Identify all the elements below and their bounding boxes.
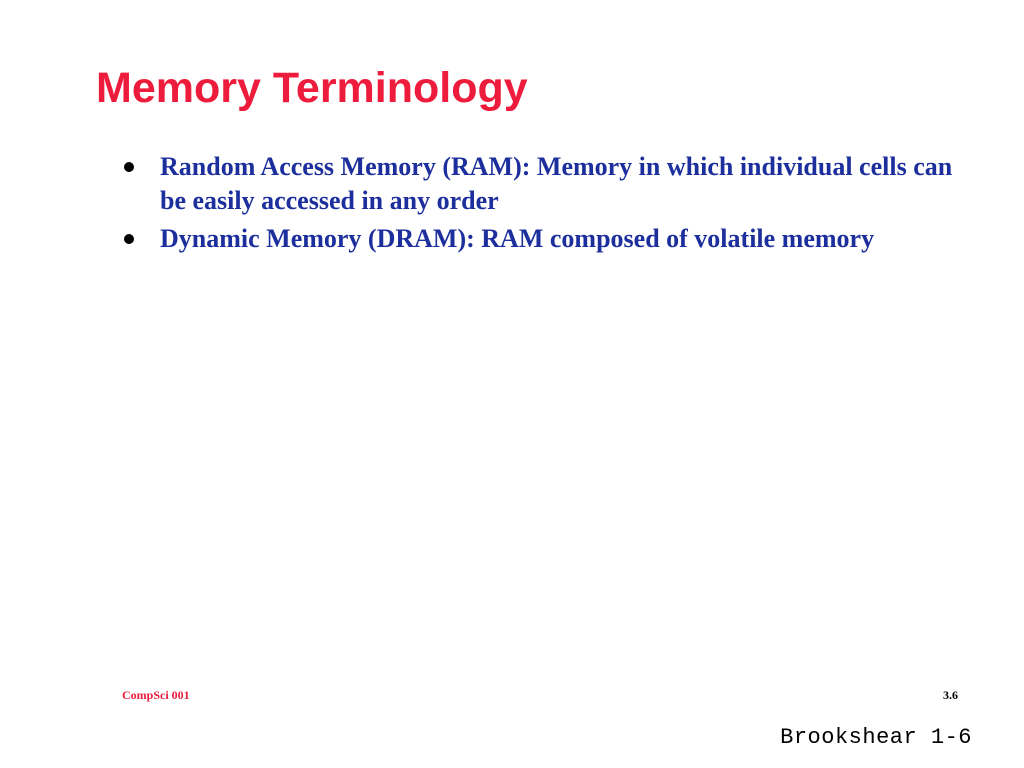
slide-title: Memory Terminology bbox=[96, 64, 528, 112]
bullet-list: Random Access Memory (RAM): Memory in wh… bbox=[124, 150, 984, 260]
bullet-item-ram: Random Access Memory (RAM): Memory in wh… bbox=[124, 150, 984, 218]
footer-course-label: CompSci 001 bbox=[122, 688, 190, 702]
slide-caption: Brookshear 1-6 bbox=[780, 725, 972, 750]
bullet-item-dram: Dynamic Memory (DRAM): RAM composed of v… bbox=[124, 222, 984, 256]
slide-number: 3.6 bbox=[943, 688, 958, 702]
bullet-text: Random Access Memory (RAM): Memory in wh… bbox=[160, 152, 953, 215]
bullet-text: Dynamic Memory (DRAM): RAM composed of v… bbox=[160, 224, 875, 253]
bullet-dot-icon bbox=[124, 162, 134, 172]
bullet-dot-icon bbox=[124, 234, 134, 244]
